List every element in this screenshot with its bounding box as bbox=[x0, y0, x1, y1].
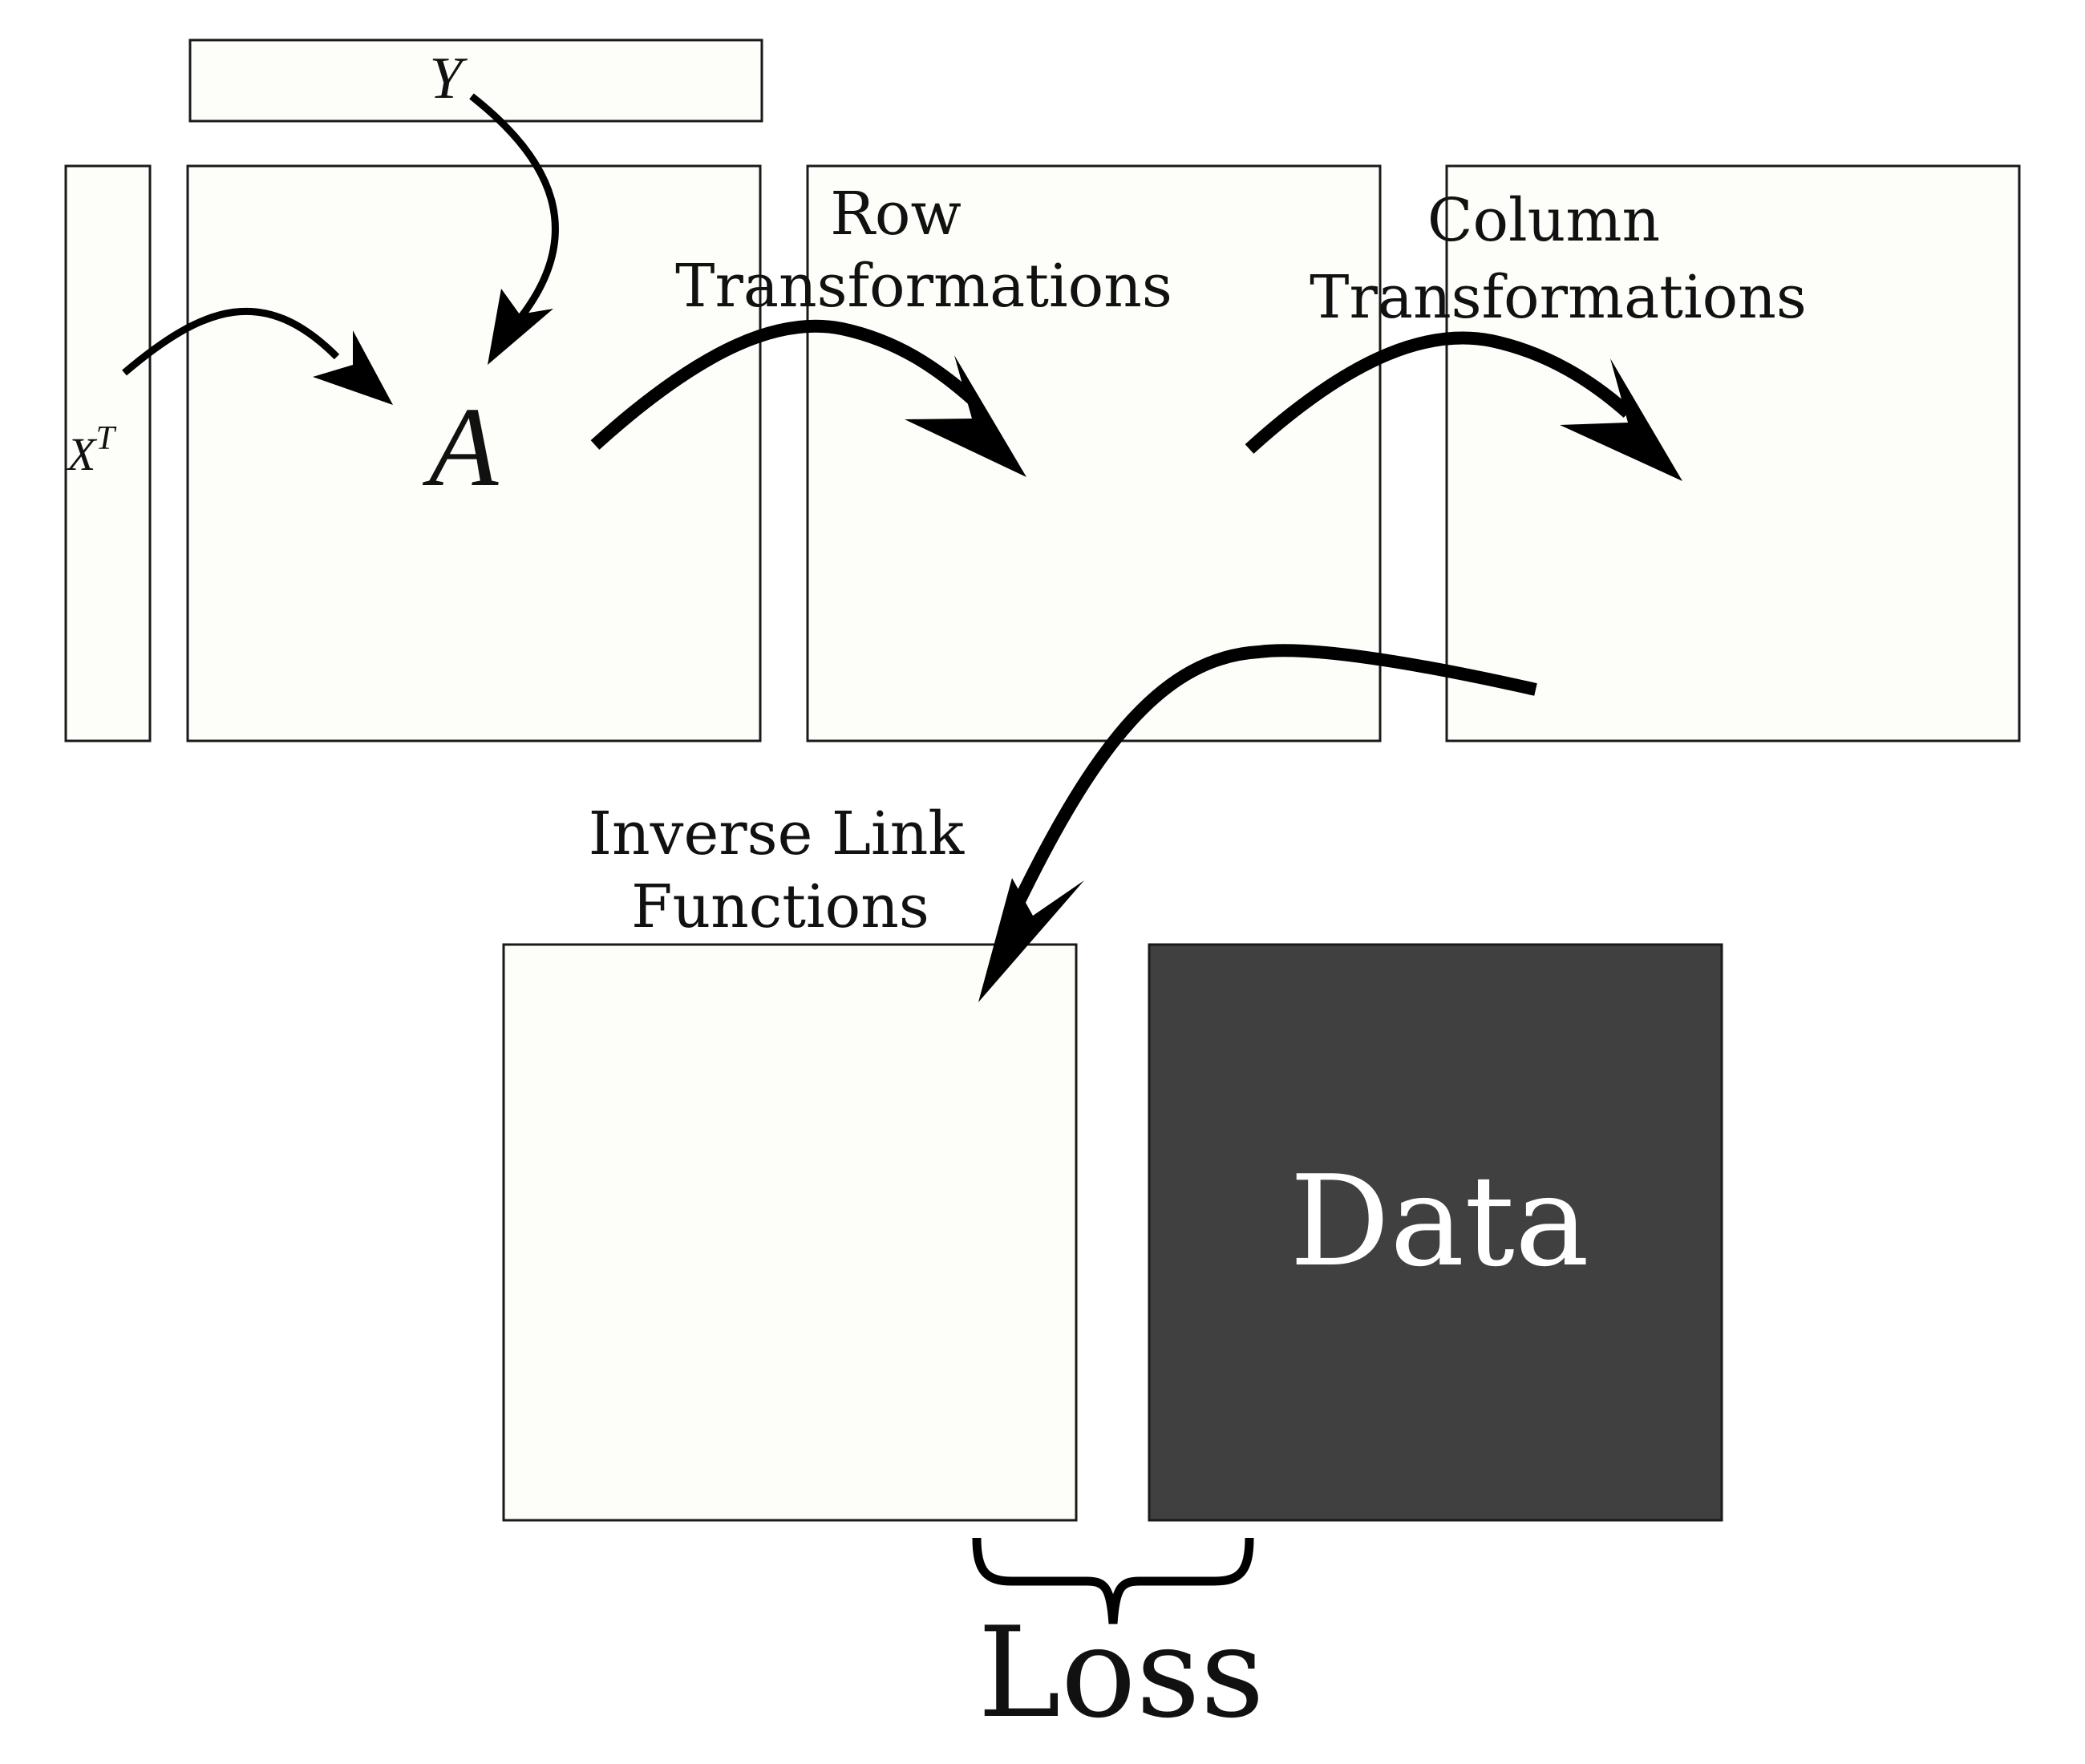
inverse-link-label-line2: Functions bbox=[631, 872, 929, 941]
loss-brace bbox=[972, 1537, 1254, 1624]
data-label: Data bbox=[1289, 1148, 1589, 1294]
x-transpose-label: XT bbox=[66, 420, 116, 480]
arrow-x-to-a bbox=[122, 307, 393, 405]
data-matrix bbox=[1148, 943, 1723, 1522]
inverse-link-label-line1: Inverse Link bbox=[589, 799, 966, 868]
a-label: A bbox=[423, 383, 500, 510]
row-label-line2: Transformations bbox=[675, 252, 1172, 321]
column-transformed-matrix bbox=[1445, 164, 2021, 742]
y-label: Y bbox=[429, 46, 468, 111]
loss-label: Loss bbox=[978, 1600, 1265, 1746]
arrow-y-to-a bbox=[469, 93, 559, 365]
x-transpose-superscript: T bbox=[95, 420, 116, 457]
y-matrix bbox=[188, 38, 763, 123]
x-transpose-base: X bbox=[66, 428, 98, 480]
column-label-line1: Column bbox=[1427, 186, 1660, 255]
arrow-to-inverse-link bbox=[978, 644, 1537, 1002]
a-matrix bbox=[186, 164, 762, 742]
arrow-row-transformations bbox=[590, 319, 1026, 477]
arrow-column-transformations bbox=[1245, 331, 1682, 481]
row-label-line1: Row bbox=[830, 180, 962, 249]
x-transpose-matrix bbox=[64, 164, 152, 742]
column-label-line2: Transformations bbox=[1310, 263, 1807, 332]
inverse-link-matrix bbox=[502, 943, 1078, 1522]
